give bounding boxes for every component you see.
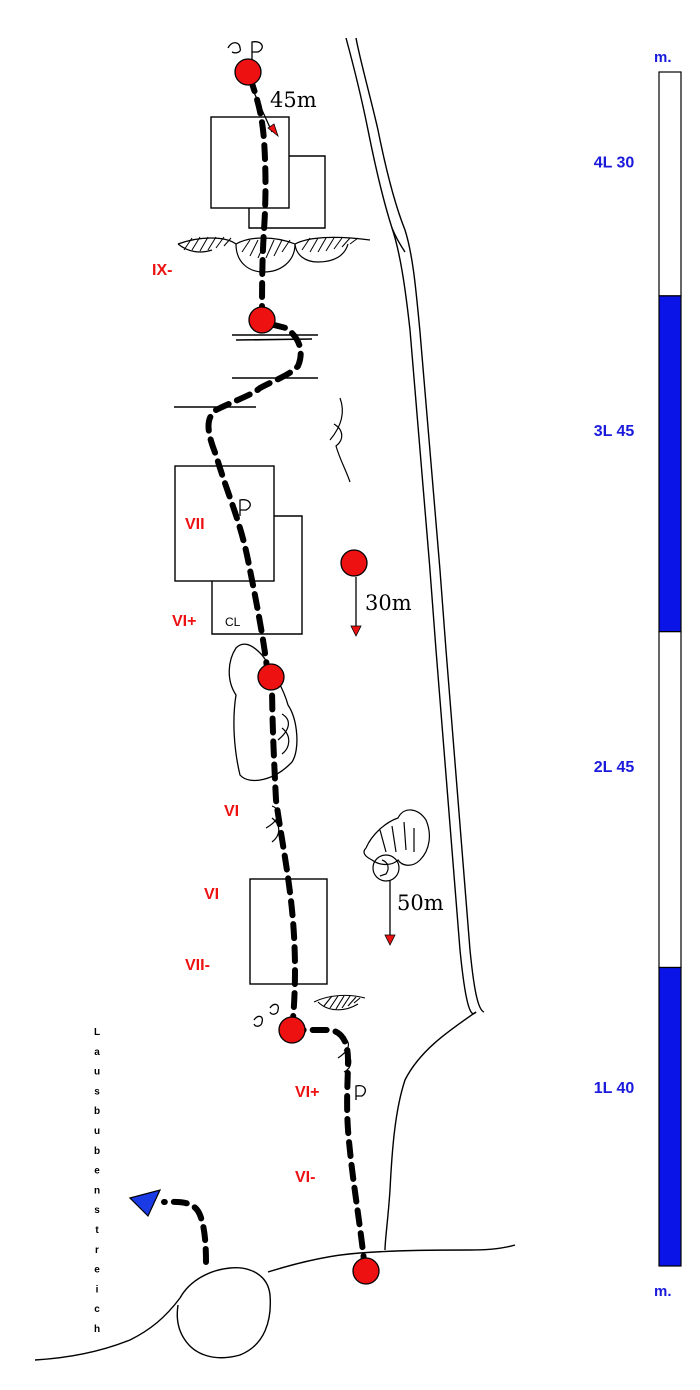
roof-overhang-top <box>177 236 371 273</box>
scale-segment <box>658 295 682 633</box>
station-abseil-30 <box>340 549 368 577</box>
descent-letter: b <box>94 1106 100 1117</box>
piton-icon <box>265 397 352 1073</box>
scale-unit-bottom: m. <box>654 1283 672 1300</box>
abseil-arrows <box>251 87 391 937</box>
descent-letter: b <box>94 1146 100 1157</box>
start-marker-icon <box>128 1189 162 1218</box>
descent-path <box>161 1198 209 1265</box>
descent-letter: h <box>94 1324 100 1335</box>
descent-letter: L <box>94 1027 100 1038</box>
descent-letter: n <box>94 1185 100 1196</box>
abseil-50m: 50m <box>397 891 444 915</box>
pitch-label: 4L 30 <box>594 155 635 172</box>
scale-unit-top: m. <box>654 49 672 66</box>
pitch-label: 2L 45 <box>594 759 635 776</box>
station-4 <box>248 306 276 334</box>
grade-vi-a: VI <box>224 803 239 820</box>
flake-block <box>228 643 298 782</box>
grade-vii: VII <box>185 516 205 533</box>
crack-label: CL <box>225 615 241 629</box>
abseil-labels: 45m 30m 50m <box>270 88 444 915</box>
scale-segment <box>658 966 682 1267</box>
descent-letter: r <box>95 1245 99 1256</box>
descent-letter: e <box>94 1166 100 1177</box>
grade-vi-plus: VI+ <box>172 613 196 630</box>
station-3 <box>257 663 285 691</box>
pitch-label: 1L 40 <box>594 1080 635 1097</box>
descent-letter: s <box>94 1086 100 1097</box>
grade-labels: IX- VII VI+ VI VI VII- VI+ VI- <box>152 262 319 1186</box>
roof-overhang-bottom <box>313 994 366 1011</box>
belay-stations <box>234 58 380 1285</box>
grade-ix-minus: IX- <box>152 262 172 279</box>
grade-vi-plus-low: VI+ <box>295 1084 319 1101</box>
descent-letter: i <box>96 1284 99 1295</box>
abseil-arrowheads <box>267 123 396 946</box>
grade-vi-b: VI <box>204 886 219 903</box>
terrain-outline <box>34 1011 516 1361</box>
descent-letter: s <box>94 1205 100 1216</box>
station-start <box>352 1257 380 1285</box>
descent-letter: c <box>94 1304 100 1315</box>
descent-letter: a <box>94 1047 100 1058</box>
scale-segment <box>658 631 682 969</box>
tree-icon <box>363 809 430 882</box>
grade-vii-minus: VII- <box>185 957 210 974</box>
pitch-label: 3L 45 <box>594 423 635 440</box>
gully-lines <box>345 37 485 1015</box>
descent-letter: t <box>95 1225 99 1236</box>
abseil-45m: 45m <box>270 88 317 112</box>
scale-segment <box>658 71 682 297</box>
climbing-route <box>205 69 368 1273</box>
station-top <box>234 58 262 86</box>
pitch-scale: m. 4L 30 3L 45 2L 45 1L 40 m. <box>594 49 682 1300</box>
descent-letter: e <box>94 1265 100 1276</box>
abseil-30m: 30m <box>365 591 412 615</box>
grade-vi-minus: VI- <box>295 1169 315 1186</box>
anchor-marks <box>227 41 367 1100</box>
descent-letter: u <box>94 1126 100 1137</box>
descent-letter: u <box>94 1067 100 1078</box>
station-2 <box>278 1016 306 1044</box>
